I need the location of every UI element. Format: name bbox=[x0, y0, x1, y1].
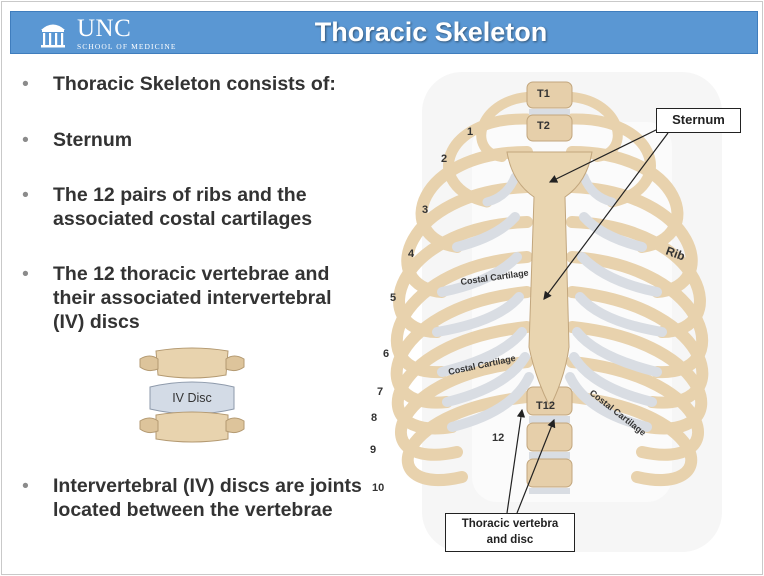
bullet-marker: • bbox=[22, 129, 29, 151]
rib-number: 3 bbox=[422, 204, 428, 216]
bullet-marker: • bbox=[22, 475, 29, 497]
rib-label: Rib bbox=[664, 244, 687, 264]
title-bar: UNC SCHOOL OF MEDICINE Thoracic Skeleton bbox=[10, 11, 758, 54]
iv-disc-label: IV Disc bbox=[172, 391, 212, 405]
vertebra-label: T1 bbox=[537, 88, 550, 100]
bullet-text: Intervertebral (IV) discs are joints loc… bbox=[53, 475, 362, 521]
iv-disc-figure: IV Disc bbox=[139, 347, 245, 443]
rib-number: 8 bbox=[371, 412, 377, 424]
rib-number: 5 bbox=[390, 292, 396, 304]
rib-number: 2 bbox=[441, 153, 447, 165]
old-well-icon bbox=[41, 24, 65, 48]
rib-number: 6 bbox=[383, 348, 389, 360]
slide-title: Thoracic Skeleton bbox=[314, 17, 548, 47]
unc-logo: UNC SCHOOL OF MEDICINE bbox=[39, 15, 209, 51]
vertebra-callout-line: Thoracic vertebra bbox=[461, 518, 559, 530]
bullet-text: The 12 pairs of ribs and the associated … bbox=[53, 184, 313, 230]
rib-number: 7 bbox=[377, 386, 383, 398]
rib-number: 1 bbox=[467, 126, 473, 138]
bullet-marker: • bbox=[22, 73, 29, 95]
rib-number: 9 bbox=[370, 444, 376, 456]
bullet-text: Thoracic Skeleton consists of: bbox=[53, 73, 336, 95]
rib-number: 10 bbox=[372, 482, 384, 494]
bullet-text: Sternum bbox=[53, 129, 133, 151]
bullet-marker: • bbox=[22, 184, 29, 206]
ribs bbox=[390, 92, 709, 487]
thoracic-skeleton-illustration: T1 T2 T12 1 2 3 4 5 6 7 8 9 10 12 Rib Co… bbox=[370, 81, 709, 494]
bullet-marker: • bbox=[22, 263, 29, 285]
sternum-callout: Sternum bbox=[656, 108, 741, 133]
rib-number: 12 bbox=[492, 432, 504, 444]
vertebra-callout: Thoracic vertebra and disc bbox=[445, 513, 575, 552]
bullet-text: The 12 thoracic vertebrae and their asso… bbox=[53, 263, 332, 333]
vertebra-label: T2 bbox=[537, 120, 550, 132]
vertebra-label: T12 bbox=[536, 400, 555, 412]
rib-number: 4 bbox=[408, 248, 415, 260]
logo-subtitle: SCHOOL OF MEDICINE bbox=[77, 42, 177, 51]
vertebra-callout-line: and disc bbox=[486, 534, 534, 546]
logo-name: UNC bbox=[77, 15, 132, 42]
